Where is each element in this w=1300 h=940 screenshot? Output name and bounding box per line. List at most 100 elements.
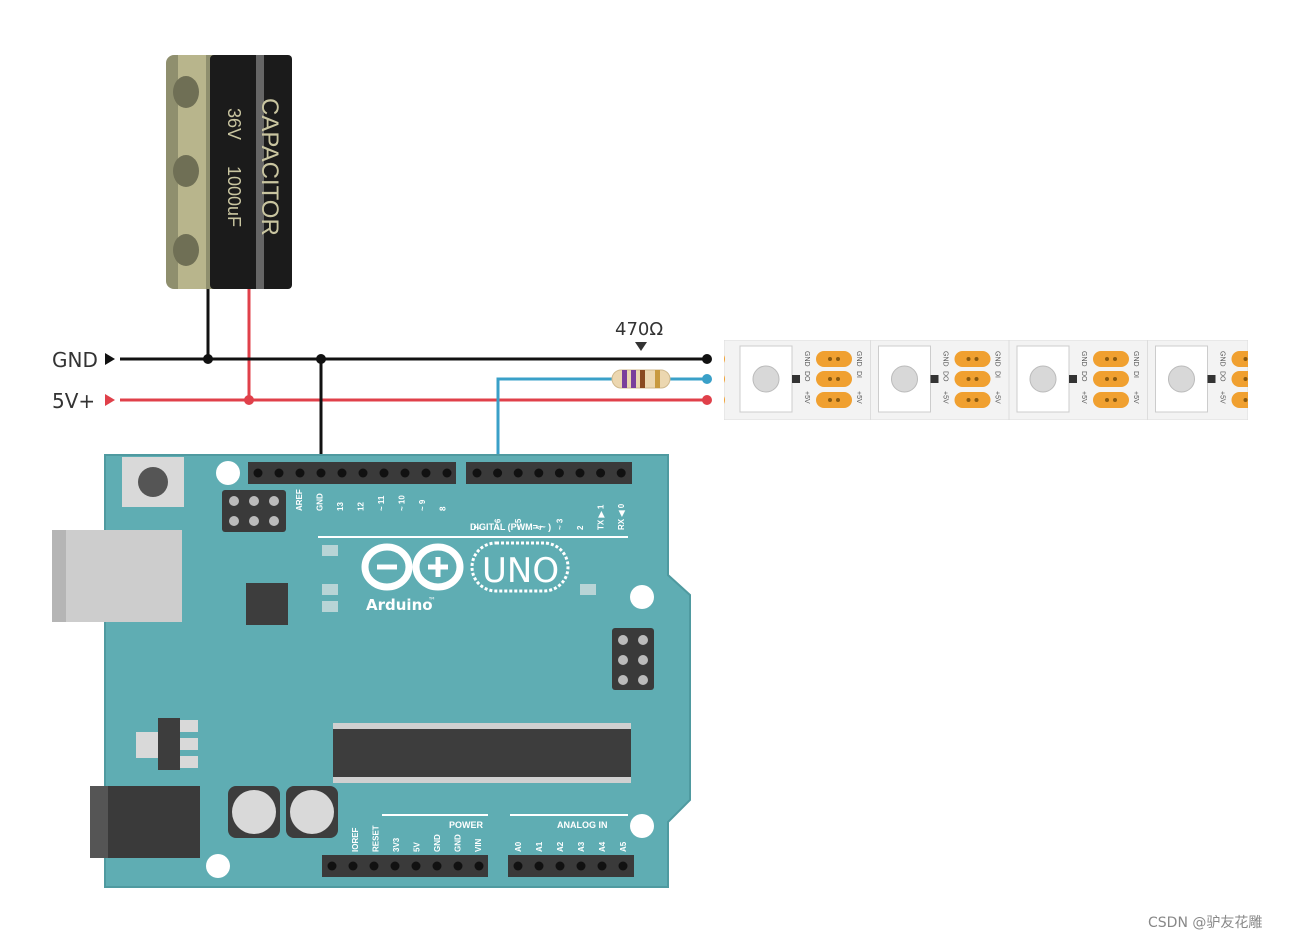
header-pin: [432, 861, 442, 871]
pin-label: GND: [433, 834, 442, 852]
resistor-value-label: 470Ω: [615, 319, 663, 340]
strip-pad-label: +5V: [942, 391, 949, 404]
resistor: [611, 369, 671, 389]
strip-pad-label: DO: [942, 371, 949, 382]
strip-pad-label: DO: [803, 371, 810, 382]
arduino-trademark-text: ™: [428, 596, 436, 605]
mounting-hole: [630, 585, 654, 609]
header-pin: [554, 468, 564, 478]
icsp-pin: [618, 655, 628, 665]
strip-pad-label: +5V: [1271, 391, 1278, 404]
pin-label: 12: [357, 502, 366, 511]
strip-input-pad: [724, 355, 725, 363]
header-pin: [411, 861, 421, 871]
led-lens-icon: [1029, 365, 1057, 393]
pin-label: RESET: [372, 825, 381, 852]
pin-label: RX ◀ 0: [617, 503, 626, 530]
arduino-brand-text: Arduino: [366, 596, 433, 614]
pin-label: ~ 9: [418, 499, 427, 511]
icsp-pin: [638, 675, 648, 685]
strip-solder-pad: [1093, 351, 1129, 367]
header-pin: [555, 861, 565, 871]
strip-pad-label: +5V: [803, 391, 810, 404]
strip-pad-label: +5V: [994, 391, 1001, 404]
header-pin: [421, 468, 431, 478]
header-pin: [474, 861, 484, 871]
pin-label: 13: [336, 502, 345, 511]
led-strip: GND DI +5V GND DO +5V GND DI +5V GND DO +5V GND DI +5V…: [714, 340, 1278, 420]
strip-pad-label: DI: [855, 371, 862, 378]
junction-dot: [316, 354, 326, 364]
wires: [105, 289, 712, 472]
header-pin: [295, 468, 305, 478]
strip-pad-label: DO: [1219, 371, 1226, 382]
digital-header-left: [248, 462, 456, 484]
pin-label: A5: [619, 841, 628, 852]
strip-di-dot: [702, 374, 712, 384]
icsp-pin: [638, 635, 648, 645]
capacitor-voltage-text: 36V: [224, 108, 244, 140]
header-pin: [253, 468, 263, 478]
strip-solder-pad: [1231, 392, 1248, 408]
pin-label: GND: [454, 834, 463, 852]
icsp-pin: [618, 675, 628, 685]
strip-solder-pad: [1093, 371, 1129, 387]
header-pin: [453, 861, 463, 871]
capacitor-capacitance-text: 1000uF: [224, 166, 244, 227]
header-pin: [576, 861, 586, 871]
header-pin: [534, 468, 544, 478]
strip-pad-label: GND: [1132, 351, 1139, 367]
strip-pad-label: DI: [714, 371, 721, 378]
header-pin: [616, 468, 626, 478]
icsp-pin: [618, 635, 628, 645]
strip-pad-label: GND: [803, 351, 810, 367]
strip-solder-pad: [816, 392, 852, 408]
strip-pad-label: GND: [942, 351, 949, 367]
strip-solder-pad: [1231, 351, 1248, 367]
pin-label: 8: [439, 506, 448, 511]
header-pin: [316, 468, 326, 478]
header-pin: [379, 468, 389, 478]
icsp-pin: [249, 496, 259, 506]
pin-label: 7: [473, 525, 482, 530]
strip-solder-pad: [1231, 371, 1248, 387]
header-pin: [400, 468, 410, 478]
pin-label: 3V3: [392, 837, 401, 852]
header-pin: [618, 861, 628, 871]
voltage-regulator: [158, 718, 180, 770]
header-pin: [337, 468, 347, 478]
strip-pad-label: DO: [1080, 371, 1087, 382]
vcc-rail-label: 5V+: [52, 389, 95, 413]
strip-pad-label: +5V: [714, 391, 721, 404]
pin-label: A0: [514, 841, 523, 852]
vcc-arrow-icon: [105, 394, 115, 406]
header-pin: [596, 468, 606, 478]
strip-solder-pad: [816, 371, 852, 387]
digital-label: DIGITAL (PWM= ~ ): [470, 522, 551, 532]
led-lens-icon: [1168, 365, 1195, 393]
mounting-hole: [216, 461, 240, 485]
junction-dot: [244, 395, 254, 405]
digital-header-right: [466, 462, 632, 484]
pin-label: 5V: [413, 842, 422, 852]
strip-pad-label: DI: [1132, 371, 1139, 378]
icsp-pin: [249, 516, 259, 526]
pin-label: 4: [535, 525, 544, 530]
strip-pad-label: GND: [1080, 351, 1087, 367]
atmega-chip: [333, 727, 631, 779]
pin-label: A1: [535, 841, 544, 852]
strip-input-pad: [724, 375, 725, 383]
strip-pad-label: DI: [1271, 371, 1278, 378]
strip-pad-label: GND: [1219, 351, 1226, 367]
data-wire: [496, 377, 615, 472]
gnd-arrow-icon: [105, 353, 115, 365]
icsp-pin: [269, 516, 279, 526]
junction-dot: [203, 354, 213, 364]
capacitor: CAPACITOR 36V 1000uF: [166, 55, 292, 289]
header-pin: [493, 468, 503, 478]
header-pin: [534, 861, 544, 871]
pin-label: GND: [316, 493, 325, 511]
header-pin: [513, 861, 523, 871]
header-pin: [327, 861, 337, 871]
pin-label: ~ 5: [514, 518, 523, 530]
